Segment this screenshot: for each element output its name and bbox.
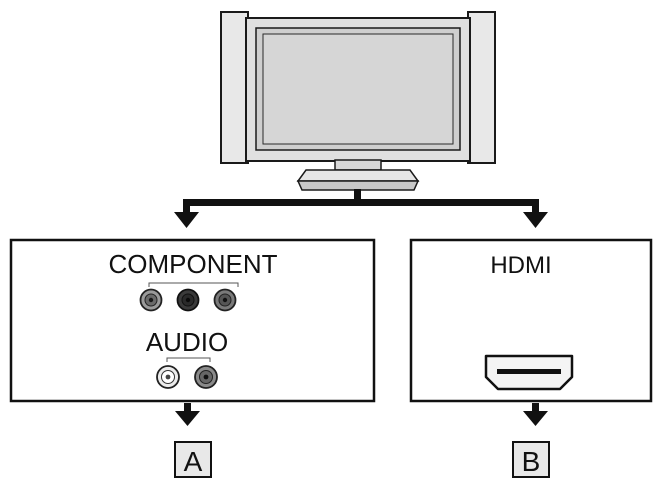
right-output-line <box>532 403 539 413</box>
audio-jack-white-icon <box>156 365 180 389</box>
right-output-arrow-icon <box>523 411 548 426</box>
audio-label: AUDIO <box>146 327 228 357</box>
left-output-line <box>184 403 191 413</box>
output-a-badge: A <box>174 441 212 478</box>
component-label: COMPONENT <box>109 249 278 279</box>
tv-icon <box>220 11 496 191</box>
left-drop-line <box>183 199 190 217</box>
component-jacks-icon <box>139 288 237 312</box>
connection-lines <box>174 189 548 228</box>
audio-jacks-icon <box>156 365 218 389</box>
output-b-badge: B <box>512 441 550 478</box>
branch-line <box>183 199 539 206</box>
audio-jack-red-icon <box>194 365 218 389</box>
left-output-arrow-icon <box>175 411 200 426</box>
tv-stem-line <box>354 189 361 203</box>
left-arrow-icon <box>174 212 199 228</box>
left-input-panel <box>9 238 376 403</box>
component-jack-blue-icon <box>176 288 200 312</box>
right-drop-line <box>532 199 539 217</box>
right-arrow-icon <box>523 212 548 228</box>
hdmi-label: HDMI <box>490 252 551 279</box>
component-jack-green-icon <box>139 288 163 312</box>
audio-bracket <box>166 357 211 362</box>
component-jack-red-icon <box>213 288 237 312</box>
output-b-letter: B <box>522 446 541 477</box>
output-a-letter: A <box>184 446 203 477</box>
hdmi-port-icon <box>484 354 574 391</box>
component-bracket <box>148 282 239 287</box>
